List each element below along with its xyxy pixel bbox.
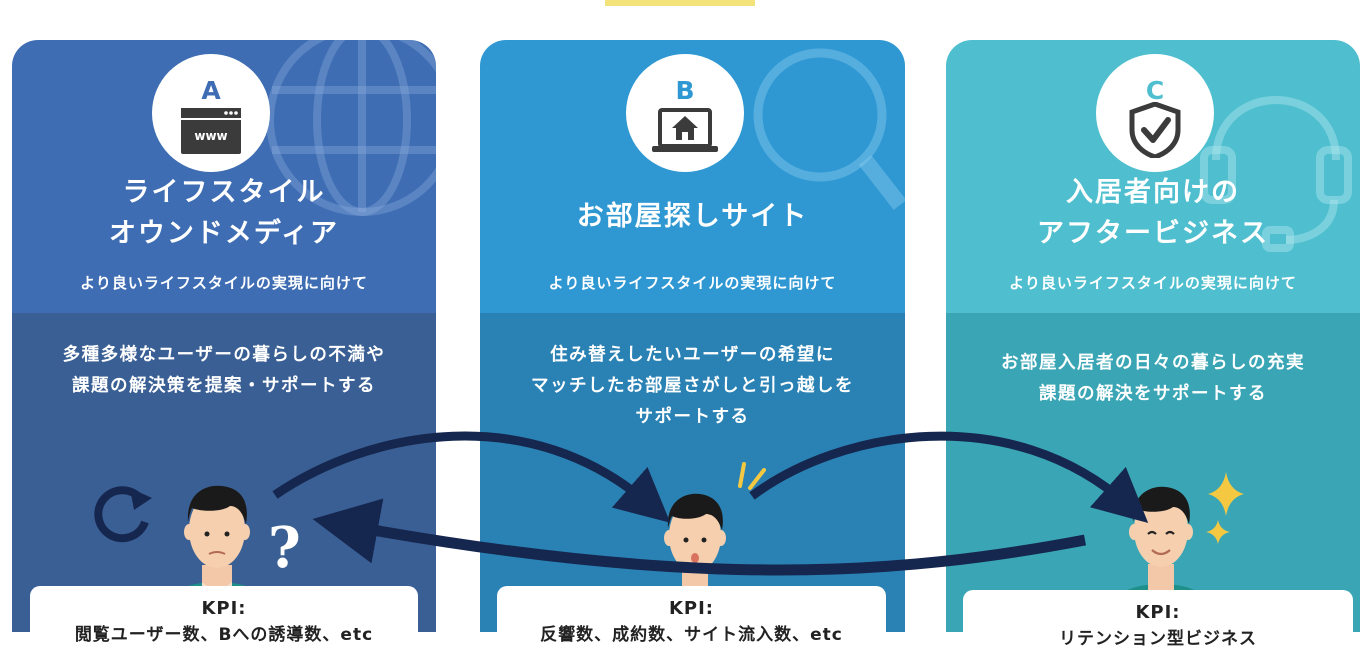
column-c-subtitle: より良いライフスタイルの実現に向けて (1009, 274, 1297, 292)
shield-check-icon (1129, 102, 1181, 158)
column-b-description: 住み替えしたいユーザーの希望に マッチしたお部屋さがしと引っ越しを サポートする (480, 340, 905, 433)
surprise-lines-icon (738, 462, 766, 490)
kpi-box-c: KPI: リテンション型ビジネス (963, 590, 1353, 660)
column-b-subtitle: より良いライフスタイルの実現に向けて (548, 274, 837, 292)
column-b-room-search: B お部屋探しサイト より良いライフスタイルの実現に向けて 住み替えしたいユーザ… (480, 40, 905, 632)
column-c-title: 入居者向けの アフタービジネス (946, 172, 1360, 254)
kpi-b-text: 反響数、成約数、サイト流入数、etc (540, 625, 843, 645)
column-c-badge: C (1096, 54, 1214, 172)
column-a-title-line1: ライフスタイル (122, 177, 326, 208)
column-a-owned-media: A www ライフスタイル オウンドメディア より良いライフスタイルの実現に向け… (12, 40, 436, 632)
column-a-description-line1: 多種多様なユーザーの暮らしの不満や (62, 345, 386, 365)
kpi-box-a: KPI: 閲覧ユーザー数、Bへの誘導数、etc (30, 586, 418, 658)
kpi-c-text: リテンション型ビジネス (1059, 629, 1257, 649)
kpi-c-label: KPI: (1135, 602, 1181, 623)
column-b-title-line1: お部屋探しサイト (576, 201, 809, 232)
column-c-letter: C (1145, 76, 1165, 105)
column-b-badge: B (626, 54, 744, 172)
column-b-description-line3: サポートする (635, 407, 750, 427)
www-browser-icon: www (181, 108, 241, 154)
cycle-arrow-icon (94, 486, 152, 543)
kpi-a-text: 閲覧ユーザー数、Bへの誘導数、etc (74, 625, 374, 645)
column-a-badge: A www (152, 54, 270, 172)
column-c-description-line1: お部屋入居者の日々の暮らしの充実 (1001, 353, 1305, 373)
kpi-b-label: KPI: (668, 598, 715, 619)
column-b-title: お部屋探しサイト (480, 196, 905, 237)
column-a-description-line2: 課題の解決策を提案・サポートする (72, 376, 376, 396)
top-accent-bar (605, 0, 755, 6)
column-c-after-business: C 入居者向けの アフタービジネス より良いライフスタイルの実現に向けて お部屋… (946, 40, 1360, 632)
column-b-description-line2: マッチしたお部屋さがしと引っ越しを (531, 376, 854, 396)
laptop-home-icon (652, 108, 718, 152)
column-c-title-line2: アフタービジネス (1037, 218, 1269, 249)
column-a-description: 多種多様なユーザーの暮らしの不満や 課題の解決策を提案・サポートする (12, 340, 436, 402)
question-mark-icon: ? (268, 515, 301, 581)
column-a-title-line2: オウンドメディア (108, 218, 340, 249)
column-a-title: ライフスタイル オウンドメディア (12, 172, 436, 254)
column-b-letter: B (675, 76, 695, 105)
column-a-subtitle: より良いライフスタイルの実現に向けて (80, 274, 368, 292)
kpi-box-b: KPI: 反響数、成約数、サイト流入数、etc (497, 586, 886, 658)
kpi-a-label: KPI: (201, 598, 247, 619)
column-c-description: お部屋入居者の日々の暮らしの充実 課題の解決をサポートする (946, 348, 1360, 410)
sparkle-icon (1206, 472, 1244, 544)
column-c-title-line1: 入居者向けの (1066, 177, 1240, 208)
column-a-letter: A (201, 76, 221, 105)
column-b-description-line1: 住み替えしたいユーザーの希望に (550, 345, 835, 365)
column-c-description-line2: 課題の解決をサポートする (1039, 384, 1267, 404)
svg-text:www: www (194, 129, 227, 143)
